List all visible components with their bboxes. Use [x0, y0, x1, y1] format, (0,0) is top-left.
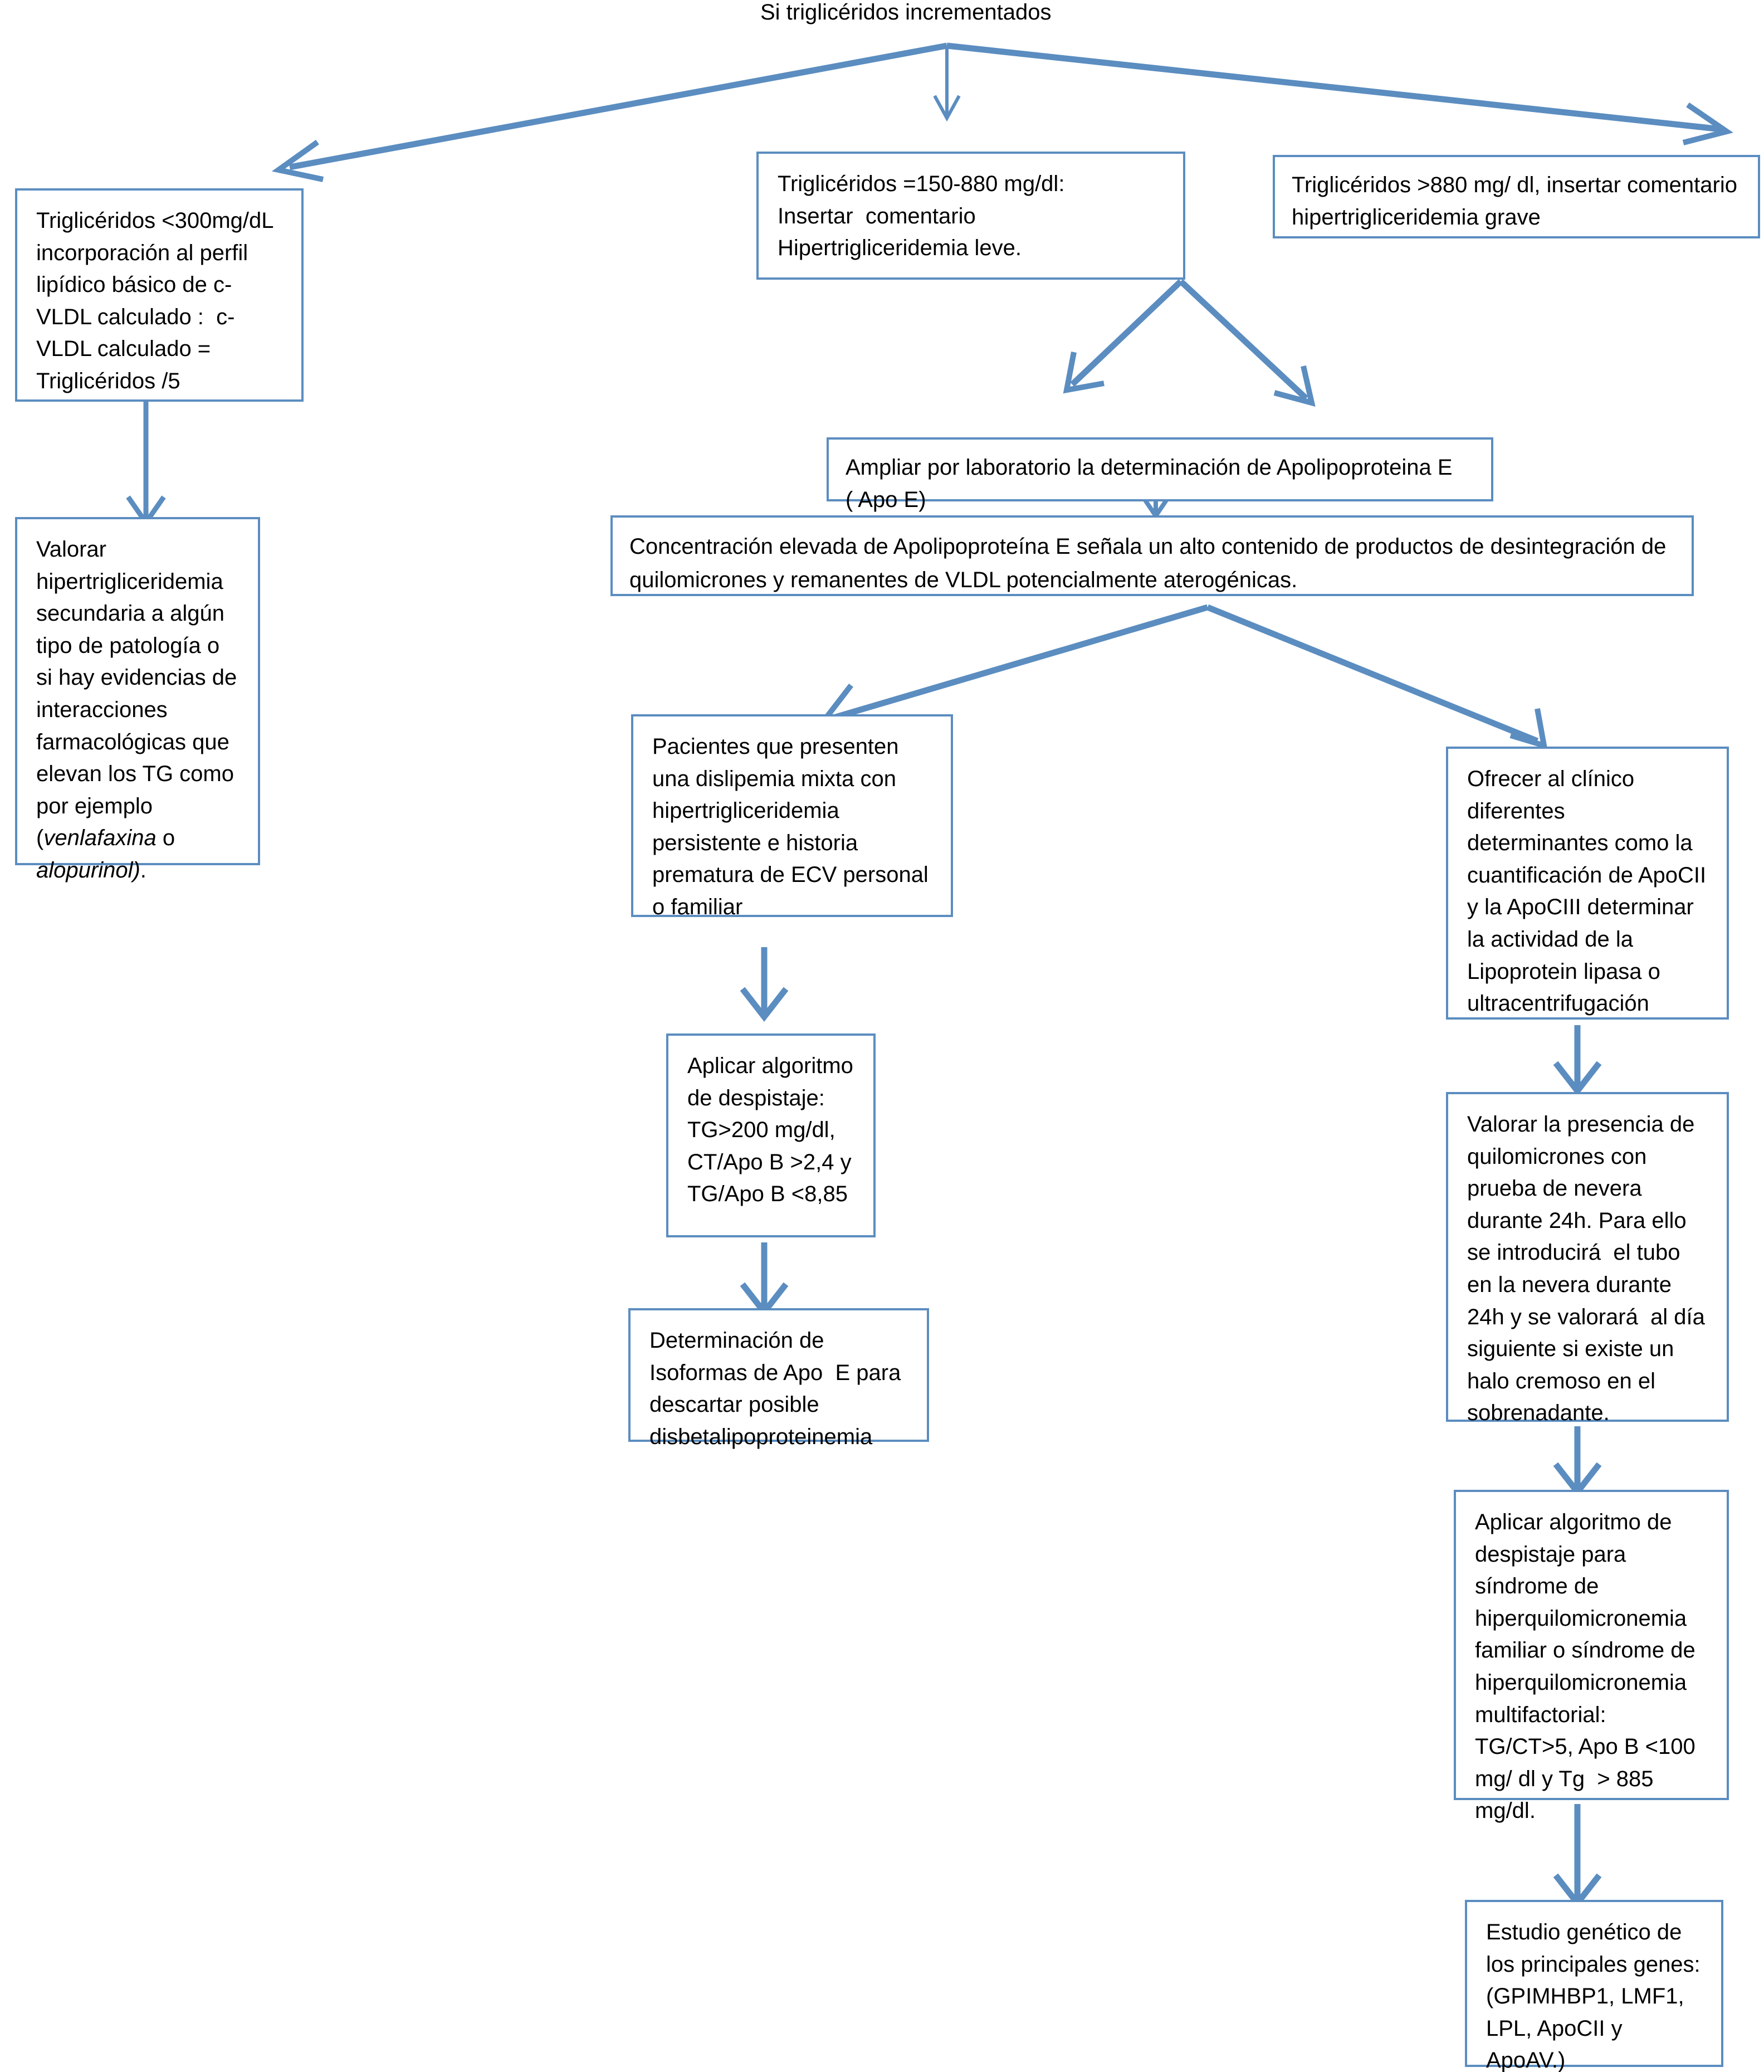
edge-concentracion-to-ofrecer-line: [1206, 604, 1539, 744]
node-concentracion-elevada-apo-e[interactable]: Concentración elevada de Apolipoproteína…: [610, 515, 1694, 596]
node-triglicéridos-mayor-880[interactable]: Triglicéridos >880 mg/ dl, insertar come…: [1273, 155, 1760, 238]
edge-root-to-tg300-head: [271, 139, 324, 182]
node-triglicéridos-menor-300[interactable]: Triglicéridos <300mg/dL incorporación al…: [15, 188, 304, 402]
edge-tg150-left-line: [1070, 279, 1183, 387]
drug-alopurinol: alopurinol): [36, 857, 140, 883]
edge-concentracion-to-pacientes-line: [829, 604, 1209, 722]
root-label: Si triglicéridos incrementados: [760, 0, 1052, 25]
edge-valorar-to-despistaje-head: [1553, 1462, 1602, 1497]
edge-tg150-right-head: [1273, 365, 1316, 407]
edge-concentracion-to-ofrecer-head: [1509, 708, 1548, 750]
edge-root-to-tg150-head: [933, 95, 961, 122]
node-aplicar-algoritmo-sindrome-hiperquilomicronemia[interactable]: Aplicar algoritmo de despistaje para sín…: [1454, 1490, 1729, 1823]
node-aplicar-algoritmo-despistaje[interactable]: Aplicar algoritmo de despistaje: TG>200 …: [666, 1033, 876, 1237]
edge-ofrecer-to-valorar-head: [1553, 1061, 1602, 1096]
edge-pacientes-to-aplicar-head: [740, 987, 789, 1022]
edge-root-to-tg300-line: [289, 42, 947, 170]
node-ofrecer-al-clinico-determinantes[interactable]: Ofrecer al clínico diferentes determinan…: [1446, 747, 1729, 1020]
node-pacientes-dislipemia-mixta[interactable]: Pacientes que presenten una dislipemia m…: [631, 714, 953, 919]
node-determinacion-isoformas-apo-e[interactable]: Determinación de Isoformas de Apo E para…: [628, 1308, 929, 1449]
edge-root-to-tg880-line: [946, 42, 1722, 133]
node-ampliar-determinacion-apo-e[interactable]: Ampliar por laboratorio la determinación…: [827, 437, 1493, 512]
edge-tg150-left-head: [1063, 352, 1105, 394]
edge-tg150-right-line: [1179, 279, 1308, 401]
node-estudio-genetico-principales-genes[interactable]: Estudio genético de los principales gene…: [1465, 1900, 1723, 2072]
node-valorar-hipertrigliceridemia-secundaria[interactable]: Valorar hipertrigliceridemia secundaria …: [15, 517, 260, 883]
node-triglicéridos-150-880[interactable]: Triglicéridos =150-880 mg/dl: Insertar c…: [756, 152, 1185, 280]
drug-venlafaxina: venlafaxina: [43, 826, 157, 851]
edge-despistaje-to-estudio-head: [1553, 1873, 1602, 1908]
node-valorar-presencia-quilomicrones[interactable]: Valorar la presencia de quilomicrones co…: [1446, 1092, 1729, 1425]
edge-root-to-tg880-head: [1682, 102, 1733, 145]
valorar-secundaria-text: Valorar hipertrigliceridemia secundaria …: [36, 537, 243, 883]
